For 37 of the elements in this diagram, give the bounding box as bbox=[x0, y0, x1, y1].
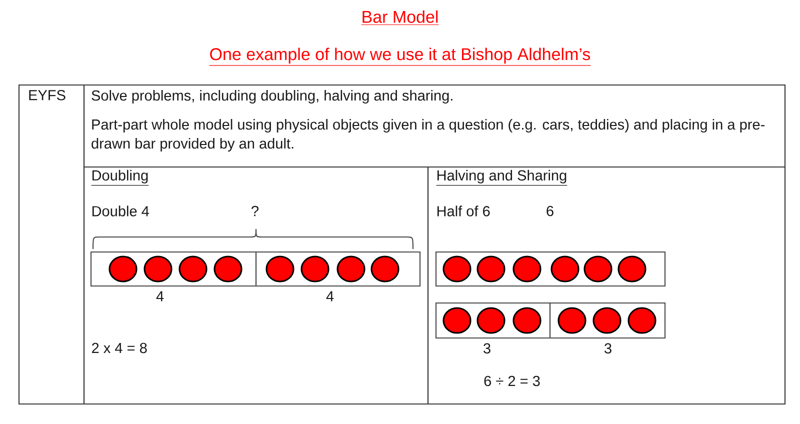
counter bbox=[144, 256, 172, 282]
quantity-label: 4 bbox=[156, 291, 164, 302]
counter bbox=[178, 256, 208, 282]
number-sentence: 2 x 4 = 8 bbox=[92, 342, 147, 354]
question-text: Double 4 bbox=[92, 206, 149, 216]
number-sentence: 6 ÷ 2 = 3 bbox=[484, 376, 540, 386]
counter bbox=[512, 256, 542, 282]
counter bbox=[336, 256, 366, 282]
quantity-label: 4 bbox=[326, 291, 334, 302]
counter bbox=[476, 256, 506, 282]
question-text: Half of 6 bbox=[437, 206, 490, 216]
counter bbox=[266, 256, 294, 282]
counter bbox=[628, 307, 656, 334]
counter bbox=[550, 256, 580, 282]
counter bbox=[108, 256, 138, 282]
counter bbox=[442, 307, 472, 334]
question-mark: ? bbox=[252, 206, 259, 216]
counter bbox=[442, 256, 472, 282]
counter bbox=[558, 307, 586, 334]
title: Bar Model bbox=[361, 10, 439, 26]
counter bbox=[476, 307, 506, 334]
counter bbox=[512, 307, 542, 334]
table-cell: Solve problems, including doubling, halving and sharing. Part-part whole model using physical objects given in a question (e.g. cars, teddies) and placing in a pre-drawn bar provided by an adult. bbox=[83, 84, 786, 168]
counter bbox=[584, 256, 612, 282]
total-label: 6 bbox=[546, 206, 554, 216]
counter bbox=[370, 256, 400, 282]
quantity-label: 3 bbox=[484, 343, 490, 354]
section-heading: Halving and Sharing bbox=[436, 170, 568, 186]
quantity-label: 3 bbox=[604, 343, 612, 354]
table-cell: EYFS bbox=[18, 84, 85, 405]
counter bbox=[300, 256, 330, 282]
counter bbox=[214, 256, 242, 282]
subtitle: One example of how we use it at Bishop Aldhelm’s bbox=[209, 48, 591, 66]
counter bbox=[618, 256, 646, 282]
counter bbox=[592, 307, 622, 334]
section-heading: Doubling bbox=[91, 170, 149, 186]
bar bbox=[435, 251, 666, 287]
